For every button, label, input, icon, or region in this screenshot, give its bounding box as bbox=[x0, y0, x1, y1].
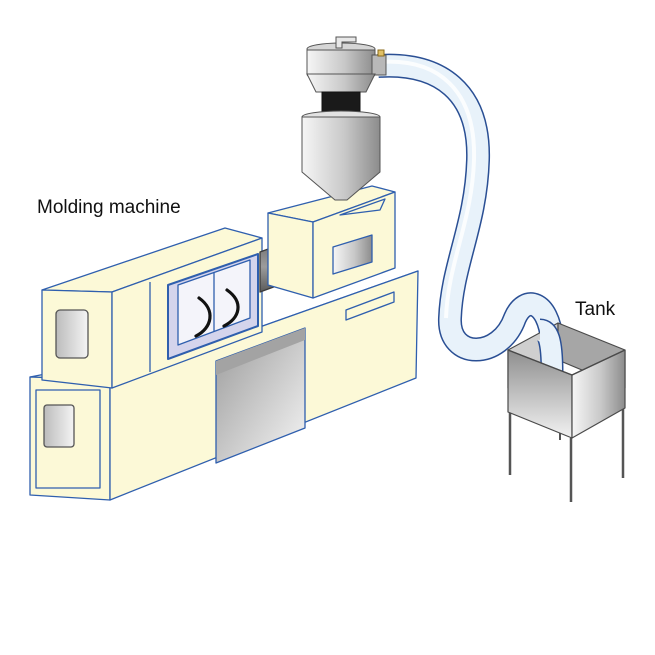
base-front-window bbox=[43, 404, 75, 448]
injection-front-face bbox=[267, 212, 314, 299]
hopper-loader-icon bbox=[301, 36, 387, 201]
tank-label: Tank bbox=[575, 299, 616, 320]
molding-machine bbox=[29, 185, 419, 501]
material-tank-icon bbox=[507, 318, 626, 502]
clamp-front-window bbox=[55, 309, 89, 359]
mold-cavity-left bbox=[194, 296, 212, 338]
transport-hose-icon bbox=[377, 53, 564, 362]
base-slot bbox=[345, 291, 395, 321]
base-front-panel bbox=[35, 389, 101, 489]
hopper-vent-pipe bbox=[335, 36, 357, 49]
molding-machine-label: Molding machine bbox=[37, 197, 181, 218]
hose-fitting bbox=[371, 54, 387, 76]
injection-window bbox=[332, 234, 373, 275]
hopper-funnel bbox=[301, 116, 381, 201]
mold-cavity-right bbox=[222, 288, 240, 328]
